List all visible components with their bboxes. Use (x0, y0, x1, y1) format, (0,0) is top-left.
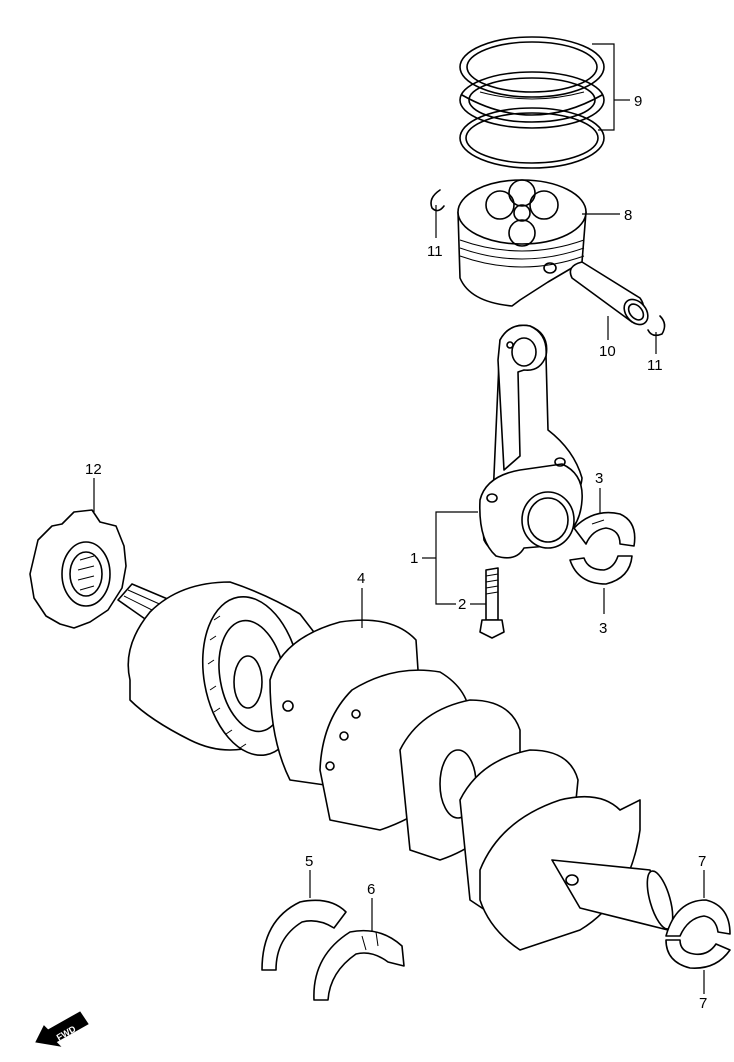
callout-6: 6 (367, 881, 375, 898)
circlip-left (430, 189, 445, 212)
leader-lines (93, 43, 705, 994)
callout-4: 4 (357, 570, 365, 587)
callout-9: 9 (634, 93, 642, 110)
piston-rings (459, 36, 605, 169)
callout-3-lower: 3 (599, 620, 607, 637)
main-bearing (665, 899, 731, 969)
callout-2: 2 (458, 596, 466, 613)
piston (457, 179, 587, 307)
callout-1: 1 (410, 550, 418, 567)
thrust-washer-6 (313, 929, 405, 1001)
thrust-washer-5 (261, 899, 347, 971)
connecting-rod (479, 324, 583, 559)
callout-3-upper: 3 (595, 470, 603, 487)
crankshaft (117, 581, 674, 951)
callout-5: 5 (305, 853, 313, 870)
circlip-right (647, 315, 666, 337)
callout-8: 8 (624, 207, 632, 224)
callout-10: 10 (599, 343, 616, 360)
callout-11-right: 11 (647, 357, 663, 374)
callout-7-lower: 7 (699, 995, 707, 1012)
callout-7-upper: 7 (698, 853, 706, 870)
callout-11-left: 11 (427, 243, 443, 260)
drive-sprocket (29, 509, 127, 629)
crankpin-bearings (569, 511, 636, 585)
conrod-bolt (479, 567, 505, 639)
piston-pin (569, 261, 649, 326)
callout-12: 12 (85, 461, 102, 478)
callout-labels: 1 2 3 3 4 5 6 7 7 8 9 10 11 11 12 (85, 93, 707, 1012)
fwd-arrow-icon: FWD (35, 1011, 89, 1047)
